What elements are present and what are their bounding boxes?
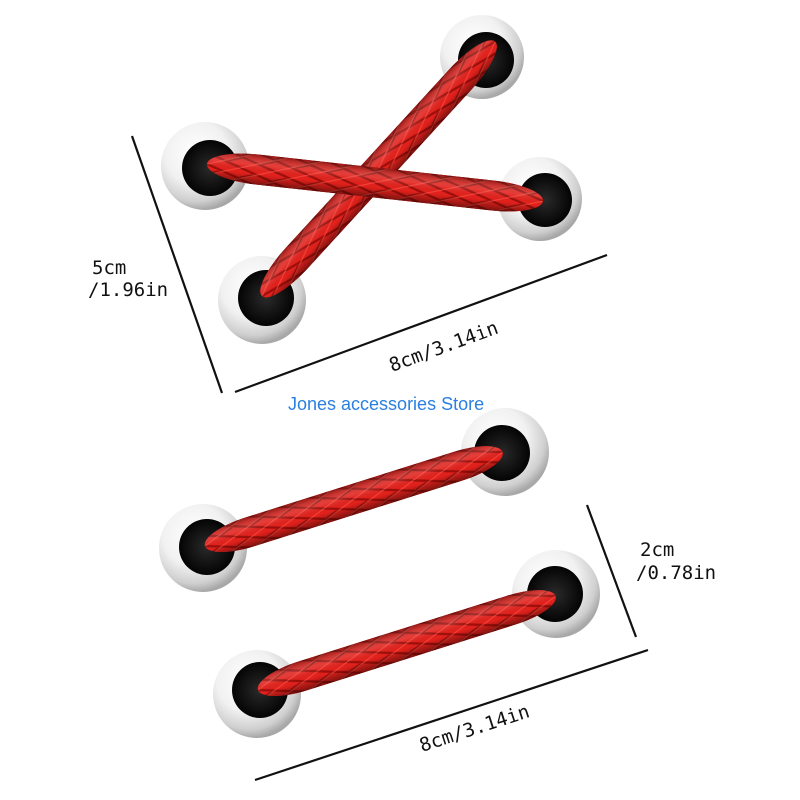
store-watermark: Jones accessories Store	[288, 394, 484, 414]
height-label-top-line2: /1.96in	[88, 279, 168, 301]
height-label-bottom-line1: 2cm	[640, 539, 674, 561]
height-label-bottom-line2: /0.78in	[636, 562, 716, 584]
parallel-laces-group	[159, 408, 600, 738]
width-dimension-line-bottom	[254, 648, 649, 782]
crossed-laces-group	[161, 15, 582, 344]
height-dimension-line-bottom	[585, 504, 638, 638]
lace-lower	[253, 581, 561, 705]
width-dimension-line-top	[234, 253, 608, 394]
lace-upper	[200, 437, 508, 561]
height-label-top-line1: 5cm	[92, 257, 126, 279]
height-dimension-line-top	[130, 135, 224, 394]
width-label-bottom: 8cm/3.14in	[417, 700, 533, 756]
width-label-top: 8cm/3.14in	[386, 317, 501, 377]
